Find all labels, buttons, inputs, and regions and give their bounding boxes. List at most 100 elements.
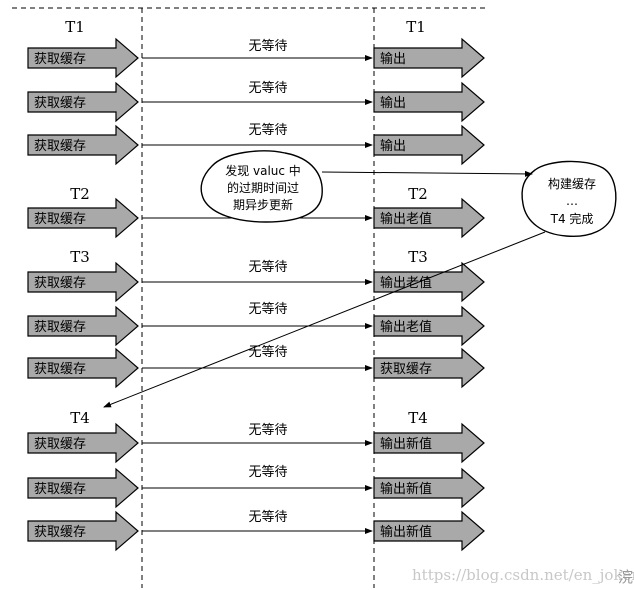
timeline-row: 获取缓存 输出老值 [27, 197, 485, 239]
result-arrow: 输出老值 [373, 261, 485, 303]
get-cache-arrow-label: 获取缓存 [34, 276, 86, 291]
bubble-to-build-arrow [321, 170, 533, 177]
t2-left-label: T2 [70, 185, 90, 203]
no-wait-label: 无等待 [248, 464, 287, 480]
get-cache-arrow: 获取缓存 [27, 305, 139, 347]
get-cache-arrow-shape [27, 197, 139, 239]
get-cache-arrow-label: 获取缓存 [34, 437, 86, 452]
result-arrow-shape [373, 261, 485, 303]
t1-left-label: T1 [65, 18, 85, 36]
get-cache-arrow-label: 获取缓存 [34, 139, 86, 154]
watermark-url: https://blog.csdn.net/en_joker [412, 566, 634, 584]
get-cache-arrow-shape [27, 347, 139, 389]
t1-right-label: T1 [406, 18, 426, 36]
t3-left-label: T3 [70, 248, 90, 266]
result-arrow-label: 输出老值 [380, 319, 432, 335]
get-cache-arrow-shape [27, 81, 139, 123]
result-arrow: 输出 [373, 124, 485, 166]
result-arrow: 输出新值 [373, 422, 485, 464]
get-cache-arrow-label: 获取缓存 [34, 482, 86, 497]
result-arrow-shape [373, 197, 485, 239]
result-arrow-shape [373, 81, 485, 123]
result-arrow-label: 输出 [380, 51, 406, 67]
no-wait-label: 无等待 [248, 422, 287, 438]
get-cache-arrow-shape [27, 422, 139, 464]
result-arrow-label: 获取缓存 [380, 362, 432, 377]
get-cache-arrow-shape [27, 305, 139, 347]
get-cache-arrow: 获取缓存 [27, 510, 139, 552]
get-cache-arrow: 获取缓存 [27, 124, 139, 166]
t3-right-label: T3 [408, 248, 428, 266]
result-arrow-label: 输出 [380, 95, 406, 111]
no-wait-label: 无等待 [248, 301, 287, 317]
get-cache-arrow-label: 获取缓存 [34, 362, 86, 377]
no-wait-label: 无等待 [248, 259, 287, 275]
result-arrow: 获取缓存 [373, 347, 485, 389]
result-arrow: 输出新值 [373, 510, 485, 552]
get-cache-arrow-shape [27, 261, 139, 303]
result-arrow-shape [373, 305, 485, 347]
no-wait-label: 无等待 [248, 344, 287, 360]
no-wait-label: 无等待 [248, 509, 287, 525]
t4-right-label: T4 [408, 409, 428, 427]
result-arrow-label: 输出老值 [380, 211, 432, 227]
result-arrow: 输出新值 [373, 467, 485, 509]
result-arrow-label: 输出老值 [380, 275, 432, 291]
get-cache-arrow-label: 获取缓存 [34, 525, 86, 540]
get-cache-arrow: 获取缓存 [27, 422, 139, 464]
no-wait-label: 无等待 [248, 122, 287, 138]
t4-left-label: T4 [70, 409, 90, 427]
no-wait-label: 无等待 [248, 80, 287, 96]
result-arrow: 输出 [373, 81, 485, 123]
result-arrow-shape [373, 347, 485, 389]
result-arrow-shape [373, 510, 485, 552]
result-arrow-shape [373, 422, 485, 464]
bubble-left-line2: 的过期时间过 [227, 180, 299, 195]
get-cache-arrow: 获取缓存 [27, 467, 139, 509]
bubble-left-line1: 发现 valuc 中 [225, 163, 301, 178]
result-arrow: 输出老值 [373, 197, 485, 239]
get-cache-arrow-label: 获取缓存 [34, 212, 86, 227]
t2-right-label: T2 [408, 185, 428, 203]
result-arrow-shape [373, 37, 485, 79]
build-complete-to-t4-arrow [103, 231, 546, 408]
get-cache-arrow: 获取缓存 [27, 197, 139, 239]
get-cache-arrow-label: 获取缓存 [34, 320, 86, 335]
result-arrow-shape [373, 467, 485, 509]
get-cache-arrow-shape [27, 510, 139, 552]
bubble-left-line3: 期异步更新 [233, 197, 293, 212]
result-arrow-label: 输出新值 [380, 481, 432, 497]
bubble-right-line1: 构建缓存 [548, 176, 596, 191]
edge-glyph: 浣 [618, 568, 633, 586]
get-cache-arrow-label: 获取缓存 [34, 52, 86, 67]
get-cache-arrow: 获取缓存 [27, 261, 139, 303]
get-cache-arrow: 获取缓存 [27, 81, 139, 123]
bubble-right-line3: T4 完成 [550, 211, 594, 226]
get-cache-arrow-label: 获取缓存 [34, 96, 86, 111]
get-cache-arrow-shape [27, 467, 139, 509]
result-arrow: 输出 [373, 37, 485, 79]
result-arrow-shape [373, 124, 485, 166]
get-cache-arrow-shape [27, 37, 139, 79]
get-cache-arrow-shape [27, 124, 139, 166]
bubble-right-line2: … [566, 194, 578, 208]
result-arrow-label: 输出新值 [380, 436, 432, 452]
no-wait-label: 无等待 [248, 38, 287, 54]
get-cache-arrow: 获取缓存 [27, 347, 139, 389]
async-refresh-bubble [200, 150, 323, 223]
build-cache-bubble [521, 160, 617, 237]
get-cache-arrow: 获取缓存 [27, 37, 139, 79]
result-arrow-label: 输出新值 [380, 524, 432, 540]
result-arrow-label: 输出 [380, 138, 406, 154]
result-arrow: 输出老值 [373, 305, 485, 347]
